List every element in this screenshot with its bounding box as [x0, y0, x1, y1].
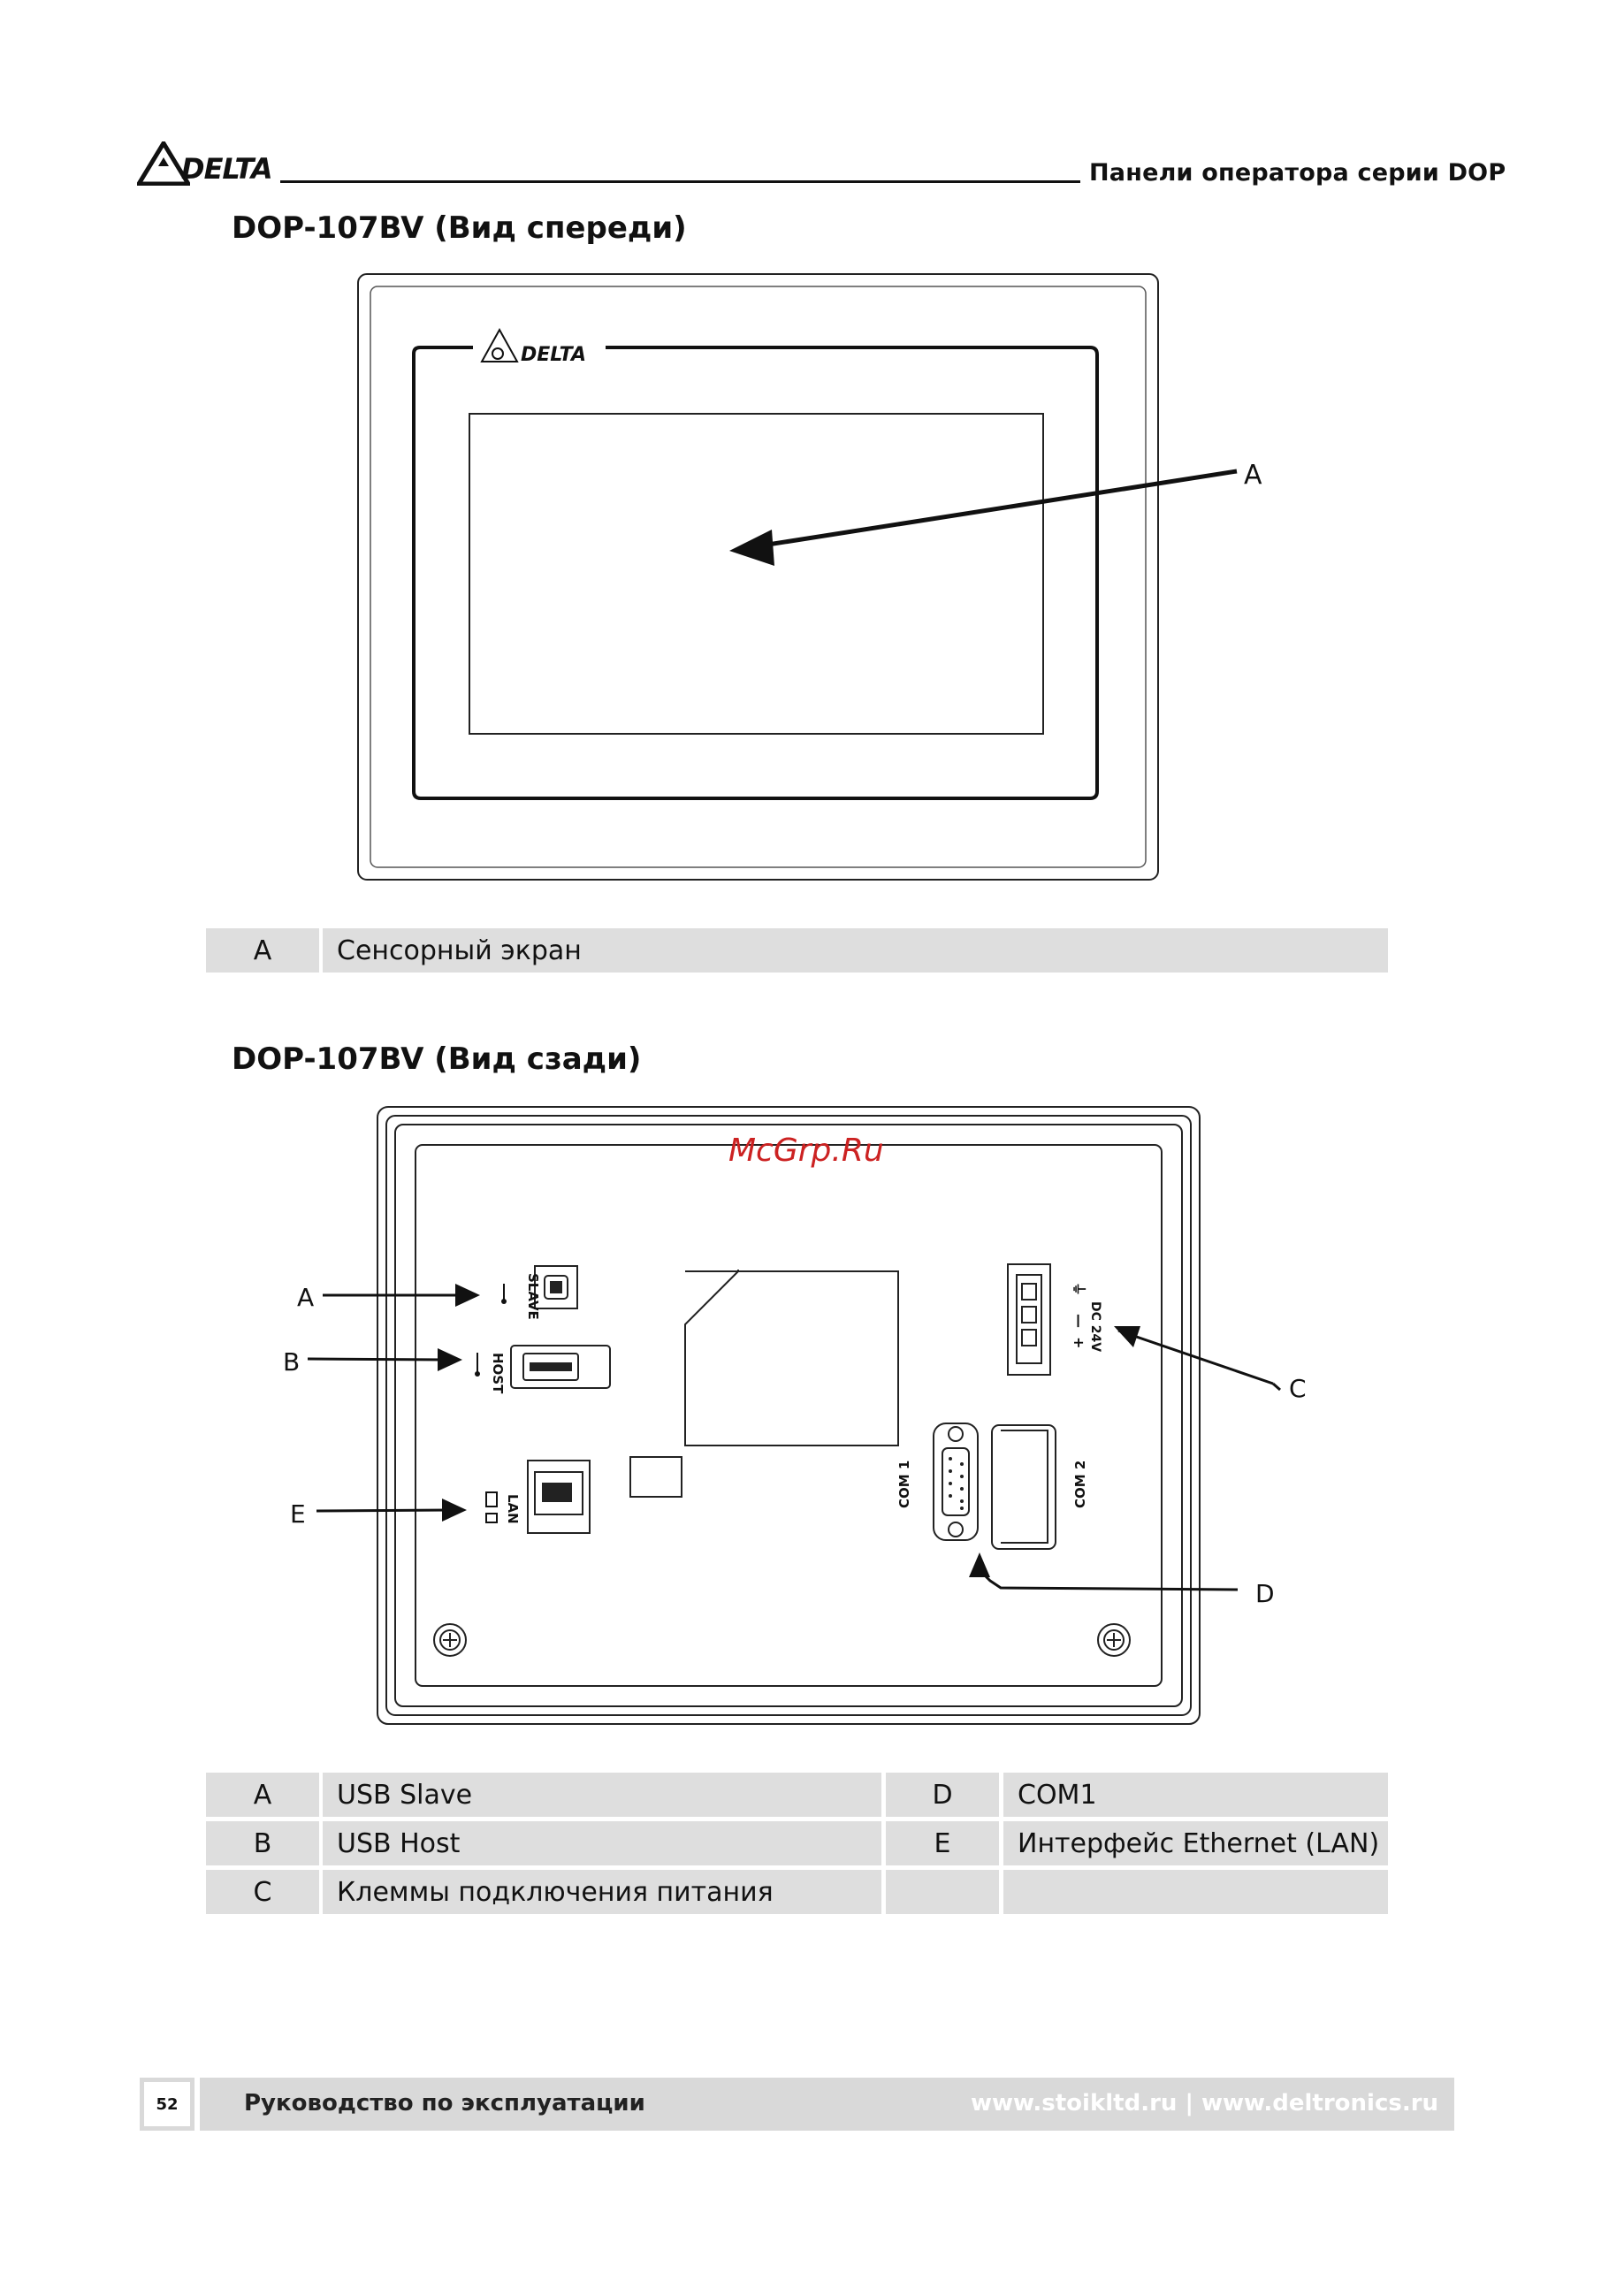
- legend-description: USB Slave: [323, 1773, 881, 1817]
- rear-callout-c: C: [1289, 1374, 1307, 1403]
- com1-label: COM 1: [896, 1461, 912, 1508]
- legend-description: USB Host: [323, 1821, 881, 1865]
- page-header: DELTA Панели оператора серии DOP: [137, 141, 1506, 190]
- legend-letter: [886, 1870, 999, 1914]
- header-rule: [280, 180, 1080, 183]
- delta-logo-icon: [137, 141, 190, 186]
- series-title: Панели оператора серии DOP: [1089, 159, 1506, 187]
- usb-slave-port[interactable]: [534, 1265, 578, 1309]
- legend-letter: A: [206, 928, 319, 973]
- legend-description: Клеммы подключения питания: [323, 1870, 881, 1914]
- legend-letter: D: [886, 1773, 999, 1817]
- front-bezel: [412, 346, 1099, 800]
- small-label-box: [629, 1456, 682, 1498]
- legend-letter: C: [206, 1870, 319, 1914]
- slave-label: SLAVE: [525, 1273, 541, 1320]
- power-polarity-icon: ⏚ — +: [1071, 1282, 1087, 1348]
- power-terminal[interactable]: [1007, 1263, 1051, 1376]
- lan-icon: [485, 1491, 498, 1523]
- page-footer: 52 Руководство по эксплуатации www.stoik…: [140, 2078, 1454, 2131]
- footer-divider: [194, 2078, 200, 2131]
- rear-callout-b: B: [283, 1347, 300, 1377]
- svg-text:⏚: ⏚: [1071, 1282, 1087, 1296]
- dc-label: DC 24V: [1088, 1301, 1102, 1352]
- legend-letter: B: [206, 1821, 319, 1865]
- rear-callout-e: E: [290, 1499, 306, 1529]
- legend-letter: E: [886, 1821, 999, 1865]
- usb-host-icon: [475, 1353, 480, 1377]
- legend-letter: A: [206, 1773, 319, 1817]
- legend-description: Сенсорный экран: [323, 928, 1388, 973]
- arrowhead-a: [729, 530, 774, 566]
- com1-port[interactable]: [933, 1423, 979, 1541]
- lan-port[interactable]: [527, 1460, 591, 1534]
- lan-label: LAN: [505, 1494, 521, 1524]
- header-brand: DELTA: [181, 152, 273, 186]
- footer-urls[interactable]: www.stoikltd.ru | www.deltronics.ru: [971, 2090, 1439, 2117]
- rear-outer-frame: [377, 1106, 1201, 1725]
- usb-slave-icon: [501, 1284, 507, 1304]
- front-view-title: DOP-107BV (Вид спереди): [232, 210, 687, 246]
- front-panel-diagram: DELTA A: [357, 273, 1262, 881]
- bezel-logo-icon: [480, 327, 519, 362]
- host-label: HOST: [490, 1353, 506, 1394]
- screw-right-icon: [1097, 1623, 1131, 1657]
- rear-frame-2: [385, 1115, 1192, 1716]
- svg-text:+: +: [1071, 1337, 1087, 1348]
- screw-left-icon: [433, 1623, 467, 1657]
- rear-callout-d: D: [1255, 1579, 1275, 1608]
- rear-view-title: DOP-107BV (Вид сзади): [232, 1041, 642, 1077]
- front-inner-frame: [370, 286, 1147, 868]
- page-number-box: 52: [144, 2082, 190, 2126]
- com2-port: [991, 1424, 1056, 1550]
- rear-panel-diagram: McGrp.Ru SLAVE HOST LAN: [283, 1106, 1307, 1725]
- rear-callout-a: A: [297, 1283, 314, 1312]
- rear-callout-arrows: [307, 1284, 1281, 1591]
- legend-description: Интерфейс Ethernet (LAN): [1003, 1821, 1388, 1865]
- front-callout-a: A: [1244, 460, 1262, 491]
- legend-description: [1003, 1870, 1388, 1914]
- svg-text:—: —: [1071, 1314, 1087, 1328]
- page-number: 52: [156, 2094, 179, 2114]
- usb-host-port[interactable]: [510, 1345, 611, 1389]
- rear-inner-frame: [415, 1144, 1163, 1687]
- legend-description: COM1: [1003, 1773, 1388, 1817]
- manual-title: Руководство по эксплуатации: [244, 2090, 645, 2117]
- rear-label-area: [684, 1270, 899, 1446]
- com2-label: COM 2: [1072, 1461, 1088, 1508]
- rear-frame-3: [394, 1124, 1183, 1707]
- callout-arrow-a: [744, 469, 1238, 551]
- touch-screen[interactable]: [469, 413, 1044, 735]
- front-outer-frame: [357, 273, 1159, 881]
- watermark: McGrp.Ru: [728, 1133, 884, 1169]
- bezel-brand: DELTA: [521, 344, 586, 366]
